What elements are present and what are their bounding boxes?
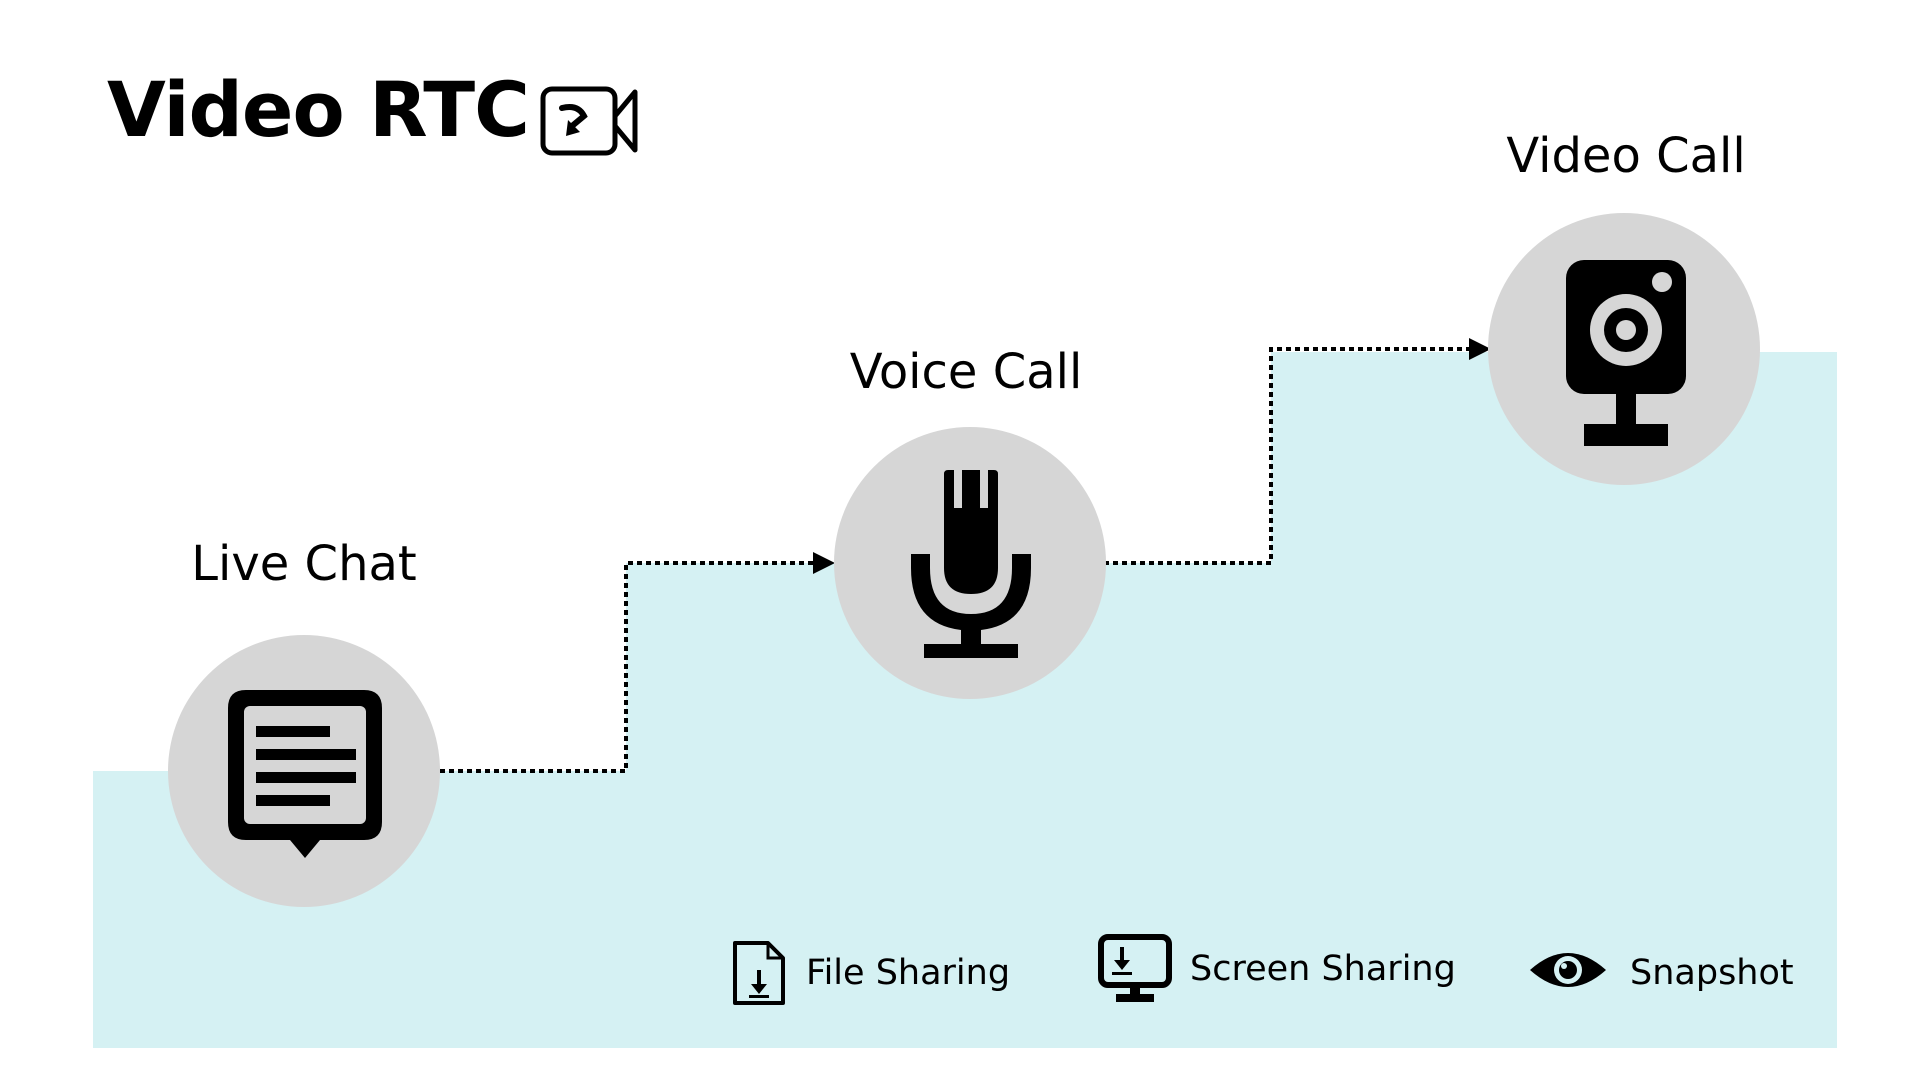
video-camera-icon [540, 86, 638, 156]
microphone-icon [911, 470, 1031, 658]
feature-label-screen-sharing: Screen Sharing [1190, 949, 1456, 989]
page-title: Video RTC [107, 65, 530, 154]
connector-voice-to-video [1104, 347, 1470, 565]
arrow-head-video [1469, 338, 1491, 360]
eye-icon [1530, 953, 1606, 987]
feature-label-snapshot: Snapshot [1630, 953, 1794, 993]
connector-chat-to-voice [440, 561, 818, 773]
file-download-icon [733, 941, 785, 1005]
monitor-icon [1098, 934, 1172, 1002]
arrow-head-voice [813, 552, 835, 574]
step-background-area [93, 352, 1837, 1048]
stage-label-voice-call: Voice Call [849, 344, 1083, 400]
stage-label-video-call: Video Call [1506, 128, 1746, 184]
stage-label-live-chat: Live Chat [191, 536, 417, 592]
chat-message-icon [228, 690, 382, 858]
feature-label-file-sharing: File Sharing [806, 953, 1011, 993]
webcam-icon [1566, 260, 1686, 446]
